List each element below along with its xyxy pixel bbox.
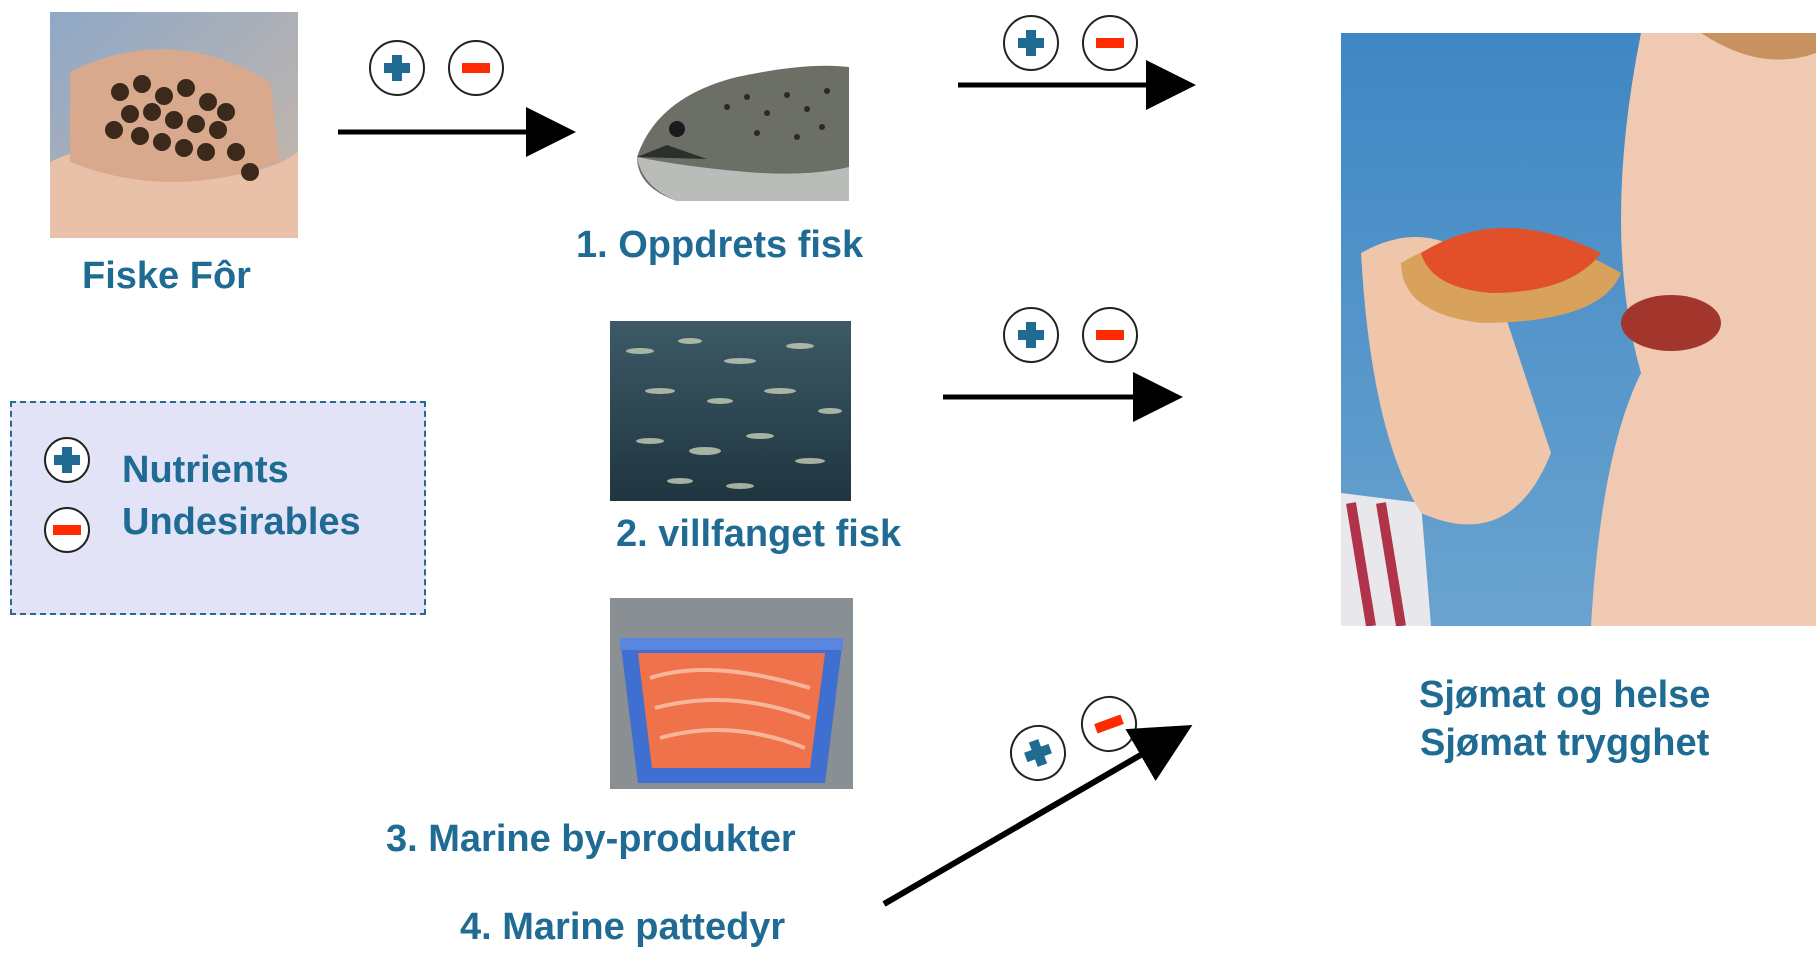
- arrow-marine-sources-to-consumer: [884, 731, 1182, 904]
